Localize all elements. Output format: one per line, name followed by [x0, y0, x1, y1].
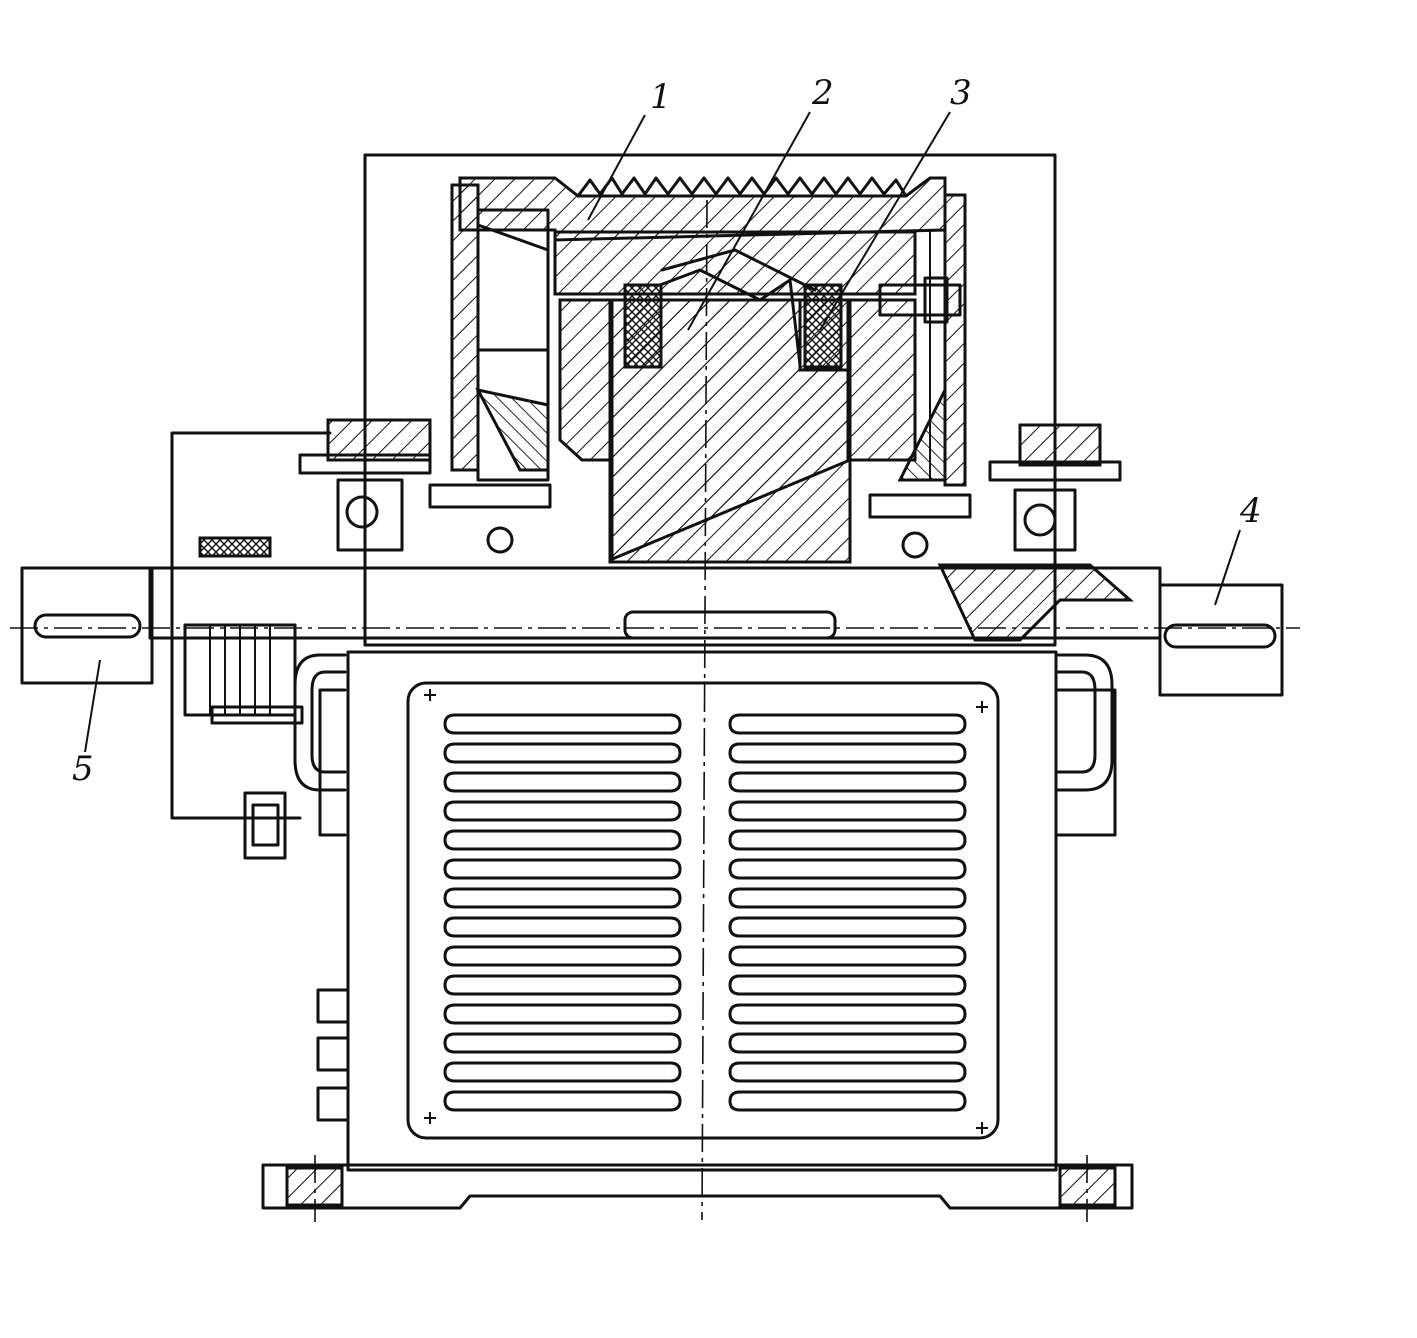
right-bearing-race [1013, 488, 1077, 552]
left-cable-gland [243, 791, 287, 860]
right-side-flange [1056, 688, 1117, 837]
vent-louver [728, 1061, 967, 1083]
right-inner-bolt [868, 493, 972, 519]
right-top-bolt [878, 283, 962, 317]
right-shaft-keyway [1163, 623, 1277, 649]
shaft-flat-recess [623, 610, 837, 640]
vent-louver [443, 713, 682, 735]
vent-louver [728, 974, 967, 996]
left-cable-gland-nut [251, 803, 280, 847]
vent-louver [443, 742, 682, 764]
leader-3 [819, 111, 951, 331]
right-bearing-ball [1023, 503, 1057, 537]
leader-4 [1214, 529, 1241, 606]
left-lifting-bracket [293, 653, 347, 792]
left-inner-bearing-ball [486, 526, 514, 554]
leader-2 [687, 111, 811, 331]
left-end-shield [450, 183, 480, 472]
vent-louver [443, 916, 682, 938]
vent-louver [728, 858, 967, 880]
left-rotor-flange [558, 298, 614, 462]
right-lifting-bracket [1056, 653, 1114, 792]
vent-louver [728, 887, 967, 909]
base-foot [261, 1163, 1134, 1210]
left-bearing-ball [345, 495, 379, 529]
right-top-nut [923, 276, 949, 324]
left-side-flange [318, 688, 347, 837]
callout-3: 3 [950, 73, 972, 113]
vent-louver [728, 916, 967, 938]
vent-louver [728, 800, 967, 822]
right-rotor-flange [846, 298, 917, 462]
left-winding-coil [623, 283, 663, 369]
left-fan-blade [475, 387, 550, 472]
panel-screws [424, 689, 988, 1134]
right-end-shield [943, 193, 967, 487]
vent-louver [443, 887, 682, 909]
vent-louver [443, 858, 682, 880]
upper-housing-frame [363, 153, 1057, 647]
right-end-cap [937, 563, 1134, 642]
vent-louver [728, 1032, 967, 1054]
vent-louver [443, 1003, 682, 1025]
side-terminal-bolts [316, 988, 350, 1122]
right-inner-bearing-ball [901, 531, 929, 559]
left-fan-blade-upper [476, 223, 550, 352]
left-coupling-stack [209, 625, 271, 715]
callout-5: 5 [72, 749, 94, 789]
left-bearing-bolt [298, 453, 432, 475]
left-shaft-keyway [33, 613, 142, 639]
vent-louver [728, 1090, 967, 1112]
vertical-centerline [701, 199, 708, 1221]
left-bearing-housing [326, 418, 432, 462]
vent-louver [728, 742, 967, 764]
winding-lead [658, 268, 802, 367]
vent-louver [443, 945, 682, 967]
left-lifting-bracket-inner [310, 670, 347, 774]
left-enclosure [170, 431, 332, 820]
callout-1: 1 [650, 77, 672, 117]
left-shaft-end [20, 566, 154, 685]
vent-louver [728, 771, 967, 793]
vent-louver [443, 771, 682, 793]
right-bearing-housing [1018, 423, 1102, 467]
top-cooling-fins [576, 176, 908, 198]
vent-louver [443, 1061, 682, 1083]
left-bearing-race [336, 478, 404, 552]
rotor-housing-outer [458, 176, 947, 242]
left-terminal-bolt [210, 705, 304, 725]
vent-louver [443, 829, 682, 851]
right-bearing-bolt [988, 460, 1122, 482]
vent-louver [728, 1003, 967, 1025]
vent-louver [443, 800, 682, 822]
vent-louver [728, 945, 967, 967]
vent-louver [443, 1090, 682, 1112]
leader-1 [587, 114, 646, 221]
vent-louver [443, 1032, 682, 1054]
left-terminal-strip [198, 536, 272, 558]
callout-4: 4 [1239, 491, 1262, 531]
callout-2: 2 [811, 73, 834, 113]
vent-louver [728, 713, 967, 735]
left-inner-bolt [428, 483, 552, 509]
stator-band [553, 230, 917, 296]
leader-5 [84, 659, 101, 753]
vent-louver [728, 829, 967, 851]
winding-arc [660, 248, 817, 292]
right-lifting-bracket-inner [1056, 670, 1097, 774]
right-shaft-end [1158, 583, 1284, 697]
vent-louver [443, 974, 682, 996]
vent-louvers [443, 713, 967, 1112]
